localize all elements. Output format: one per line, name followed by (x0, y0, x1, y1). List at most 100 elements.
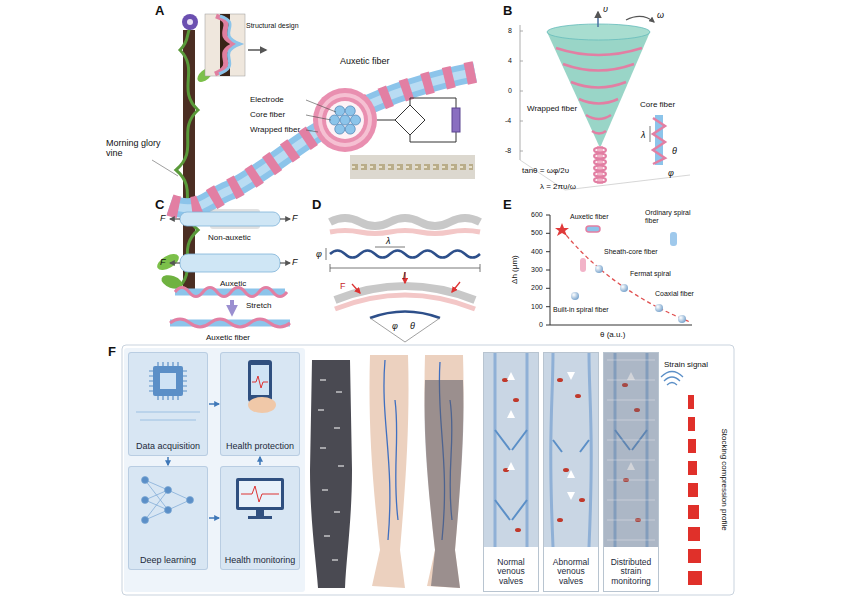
structural-inset (219, 16, 240, 74)
valve-illustrations (563, 468, 569, 472)
network-icon (165, 507, 172, 514)
legs (384, 360, 398, 540)
circuit (377, 120, 395, 121)
annotation-label: Ordinary spiral fiber (645, 209, 693, 225)
circuit (452, 108, 460, 132)
valve-illustrations (483, 352, 539, 547)
valve-illustrations (513, 398, 519, 402)
monitor-icon (239, 481, 281, 507)
cross-section (326, 101, 364, 139)
phone-icon (248, 360, 272, 402)
node-text: Distributed strain monitoring (607, 558, 655, 587)
annotation-label: θ (672, 146, 677, 156)
monitor-icon (236, 478, 284, 519)
bending-model (370, 312, 440, 319)
structural-inset (215, 16, 236, 74)
chip-icon (153, 366, 183, 396)
annotation-label: φ (392, 321, 398, 331)
monitor-icon (236, 478, 284, 510)
annotation-label: Wrapped fiber (250, 125, 300, 134)
annotation-label: Core fiber (250, 110, 285, 119)
annotation-label: λ (386, 236, 390, 246)
panel-frame (220, 352, 300, 456)
bending-model (330, 231, 480, 234)
circuit (410, 142, 456, 143)
axis-frame (520, 151, 523, 152)
annotation-label: Stretch (246, 301, 271, 310)
cross-section (313, 88, 377, 152)
cross-section (335, 124, 345, 134)
cross-section (306, 130, 318, 132)
flow-arrow (167, 457, 169, 465)
panel-letter: C (155, 198, 164, 213)
scatter-plot (546, 306, 550, 307)
scatter-plot (546, 215, 550, 216)
strain-signal (688, 527, 700, 541)
process-tile: Data acquisition (128, 352, 208, 456)
bending-model (330, 251, 480, 258)
cross-section (318, 93, 372, 147)
bending-model (326, 218, 480, 342)
strain-signal (688, 571, 702, 585)
axis-frame (520, 61, 523, 62)
annotation-label: F (160, 257, 166, 267)
cross-section (340, 115, 350, 125)
strain-signal (661, 372, 702, 586)
panel-frame (122, 345, 734, 595)
auxetic-comparison (280, 262, 290, 263)
cone-model (556, 48, 642, 134)
annotation-label: Coaxial fiber (655, 290, 694, 298)
annotation-label: Sheath-core fiber (604, 248, 658, 256)
cross-section (306, 88, 377, 152)
core-fiber (594, 160, 606, 165)
annotation-label: l (403, 271, 405, 281)
circuit (410, 98, 456, 99)
core-fiber (594, 115, 665, 184)
valve-illustrations (551, 352, 591, 547)
legs (369, 355, 408, 588)
auxetic-fiber-drawing (170, 72, 475, 208)
annotation-label: λ (641, 130, 645, 140)
annotation-label: 4 (508, 57, 512, 65)
network-icon (142, 477, 194, 524)
auxetic-fiber-drawing (170, 72, 475, 208)
scatter-plot (546, 288, 550, 289)
panel-letter: E (503, 198, 512, 213)
network-icon (142, 477, 149, 484)
annotation-label: Auxetic fiber (206, 333, 250, 342)
fiber-photo (350, 155, 475, 179)
fiber-photo (350, 155, 475, 179)
valve-illustrations (567, 372, 575, 500)
auxetic-comparison (170, 319, 290, 327)
cone-model (597, 12, 599, 27)
bending-model (375, 247, 405, 248)
vine-photo (176, 28, 198, 290)
annotation-label: 100 (531, 303, 543, 311)
scatter-plot (670, 232, 677, 246)
chip-icon (149, 362, 187, 400)
circuit (410, 98, 411, 105)
annotation-label: θ (a.u.) (600, 330, 625, 339)
valve-illustrations (495, 430, 527, 520)
network-icon (165, 487, 172, 494)
annotation-label: Wrapped fiber (527, 104, 577, 113)
axis-frame (520, 25, 521, 160)
flow-arrow (209, 517, 219, 519)
core-fiber (653, 118, 665, 164)
cross-section (306, 100, 336, 112)
panel-letter: A (155, 4, 164, 19)
network-icon (142, 497, 149, 504)
annotation-label: φ (668, 168, 674, 178)
annotation-label: 300 (531, 266, 543, 274)
structural-inset (205, 14, 245, 76)
valve-illustrations (557, 518, 563, 522)
cross-section (322, 97, 368, 143)
auxetic-comparison (280, 218, 290, 219)
annotation-label: Structural design (246, 22, 299, 30)
auxetic-comparison (170, 262, 180, 263)
valve-illustrations (607, 360, 655, 540)
auxetic-comparison (180, 254, 280, 272)
annotation-label: Stocking compression profile (719, 429, 728, 531)
